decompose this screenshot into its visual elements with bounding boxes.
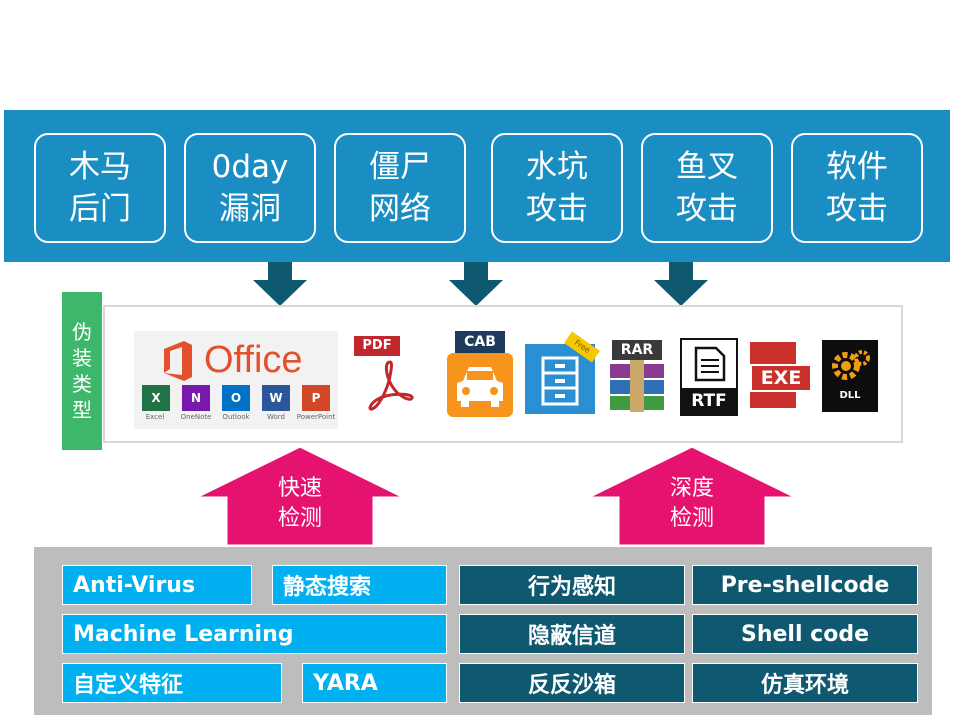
threat-watering-hole: 水坑 攻击 xyxy=(491,133,623,243)
deep-detection-arrow-icon xyxy=(585,444,799,548)
threat-label-line2: 攻击 xyxy=(826,191,888,227)
chip-emulation-environment: 仿真环境 xyxy=(692,663,918,703)
chip-shellcode: Shell code xyxy=(692,614,918,654)
taxi-icon xyxy=(457,367,503,407)
strap-icon xyxy=(630,360,644,412)
office-app-label: PowerPoint xyxy=(296,413,336,421)
down-arrow-icon xyxy=(253,262,307,306)
pdf-file-icon: PDF xyxy=(350,336,420,420)
threat-label-line2: 攻击 xyxy=(676,191,738,227)
office-app-label: OneNote xyxy=(180,413,212,421)
threat-label-line1: 水坑 xyxy=(526,149,588,185)
down-arrow-icon xyxy=(449,262,503,306)
word-icon: W xyxy=(262,385,290,411)
threat-botnet: 僵尸 网络 xyxy=(334,133,466,243)
office-icon: Office X N O W P Excel OneNote Outlook W… xyxy=(134,331,338,429)
disguise-char: 型 xyxy=(72,398,92,422)
document-icon xyxy=(694,346,726,382)
office-title: Office xyxy=(204,339,303,381)
rar-label: RAR xyxy=(612,340,662,360)
cab-file-icon: CAB xyxy=(447,331,513,417)
deep-detection-label: 深度 检测 xyxy=(628,474,756,534)
disguise-char: 装 xyxy=(72,346,92,370)
exe-file-icon: EXE xyxy=(750,342,812,414)
chip-anti-anti-sandbox: 反反沙箱 xyxy=(459,663,685,703)
rtf-label: RTF xyxy=(682,388,736,414)
pdf-label: PDF xyxy=(354,336,400,356)
zip-archive-icon: Free xyxy=(525,331,600,414)
dll-file-icon: DLL xyxy=(822,340,878,412)
threat-label-line1: 0day xyxy=(211,149,289,185)
office-app-label: Excel xyxy=(145,413,165,421)
threat-label-line2: 后门 xyxy=(69,191,131,227)
fast-detection-arrow-icon xyxy=(193,444,407,548)
threat-0day-vulnerability: 0day 漏洞 xyxy=(184,133,316,243)
threat-software-attack: 软件 攻击 xyxy=(791,133,923,243)
disguise-char: 伪 xyxy=(72,320,92,344)
chip-yara: YARA xyxy=(302,663,447,703)
gear-icon xyxy=(832,350,870,380)
threat-label-line2: 漏洞 xyxy=(219,191,281,227)
threat-spear-phishing: 鱼叉 攻击 xyxy=(641,133,773,243)
disguise-char: 类 xyxy=(72,372,92,396)
threat-label-line1: 木马 xyxy=(69,149,131,185)
exe-label: EXE xyxy=(750,364,812,392)
fast-detection-line2: 检测 xyxy=(277,506,322,531)
chip-custom-signature: 自定义特征 xyxy=(62,663,282,703)
down-arrow-icon xyxy=(654,262,708,306)
threat-label-line1: 软件 xyxy=(826,149,888,185)
threat-trojan-backdoor: 木马 后门 xyxy=(34,133,166,243)
office-logo-icon xyxy=(164,341,192,381)
chip-pre-shellcode: Pre-shellcode xyxy=(692,565,918,605)
office-app-label: Word xyxy=(267,413,285,421)
rar-file-icon: RAR xyxy=(606,336,668,418)
onenote-icon: N xyxy=(182,385,210,411)
cabinet-icon xyxy=(541,356,579,406)
threat-label-line1: 僵尸 xyxy=(369,149,431,185)
chip-behavior-sensing: 行为感知 xyxy=(459,565,685,605)
deep-detection-line2: 检测 xyxy=(669,506,714,531)
threat-label-line1: 鱼叉 xyxy=(676,149,738,185)
acrobat-icon xyxy=(368,360,414,411)
threat-label-line2: 攻击 xyxy=(526,191,588,227)
fast-detection-label: 快速 检测 xyxy=(236,474,364,534)
deep-detection-line1: 深度 xyxy=(669,476,714,501)
office-app-label: Outlook xyxy=(222,413,250,421)
powerpoint-icon: P xyxy=(302,385,330,411)
chip-covert-channel: 隐蔽信道 xyxy=(459,614,685,654)
disguise-type-label: 伪 装 类 型 xyxy=(62,292,102,450)
excel-icon: X xyxy=(142,385,170,411)
dll-label: DLL xyxy=(839,390,861,401)
outlook-icon: O xyxy=(222,385,250,411)
cab-label: CAB xyxy=(455,331,505,353)
chip-anti-virus: Anti-Virus xyxy=(62,565,252,605)
fast-detection-line1: 快速 xyxy=(277,476,322,501)
chip-static-search: 静态搜索 xyxy=(272,565,447,605)
rtf-file-icon: RTF xyxy=(680,338,738,416)
threat-label-line2: 网络 xyxy=(369,191,431,227)
chip-machine-learning: Machine Learning xyxy=(62,614,447,654)
